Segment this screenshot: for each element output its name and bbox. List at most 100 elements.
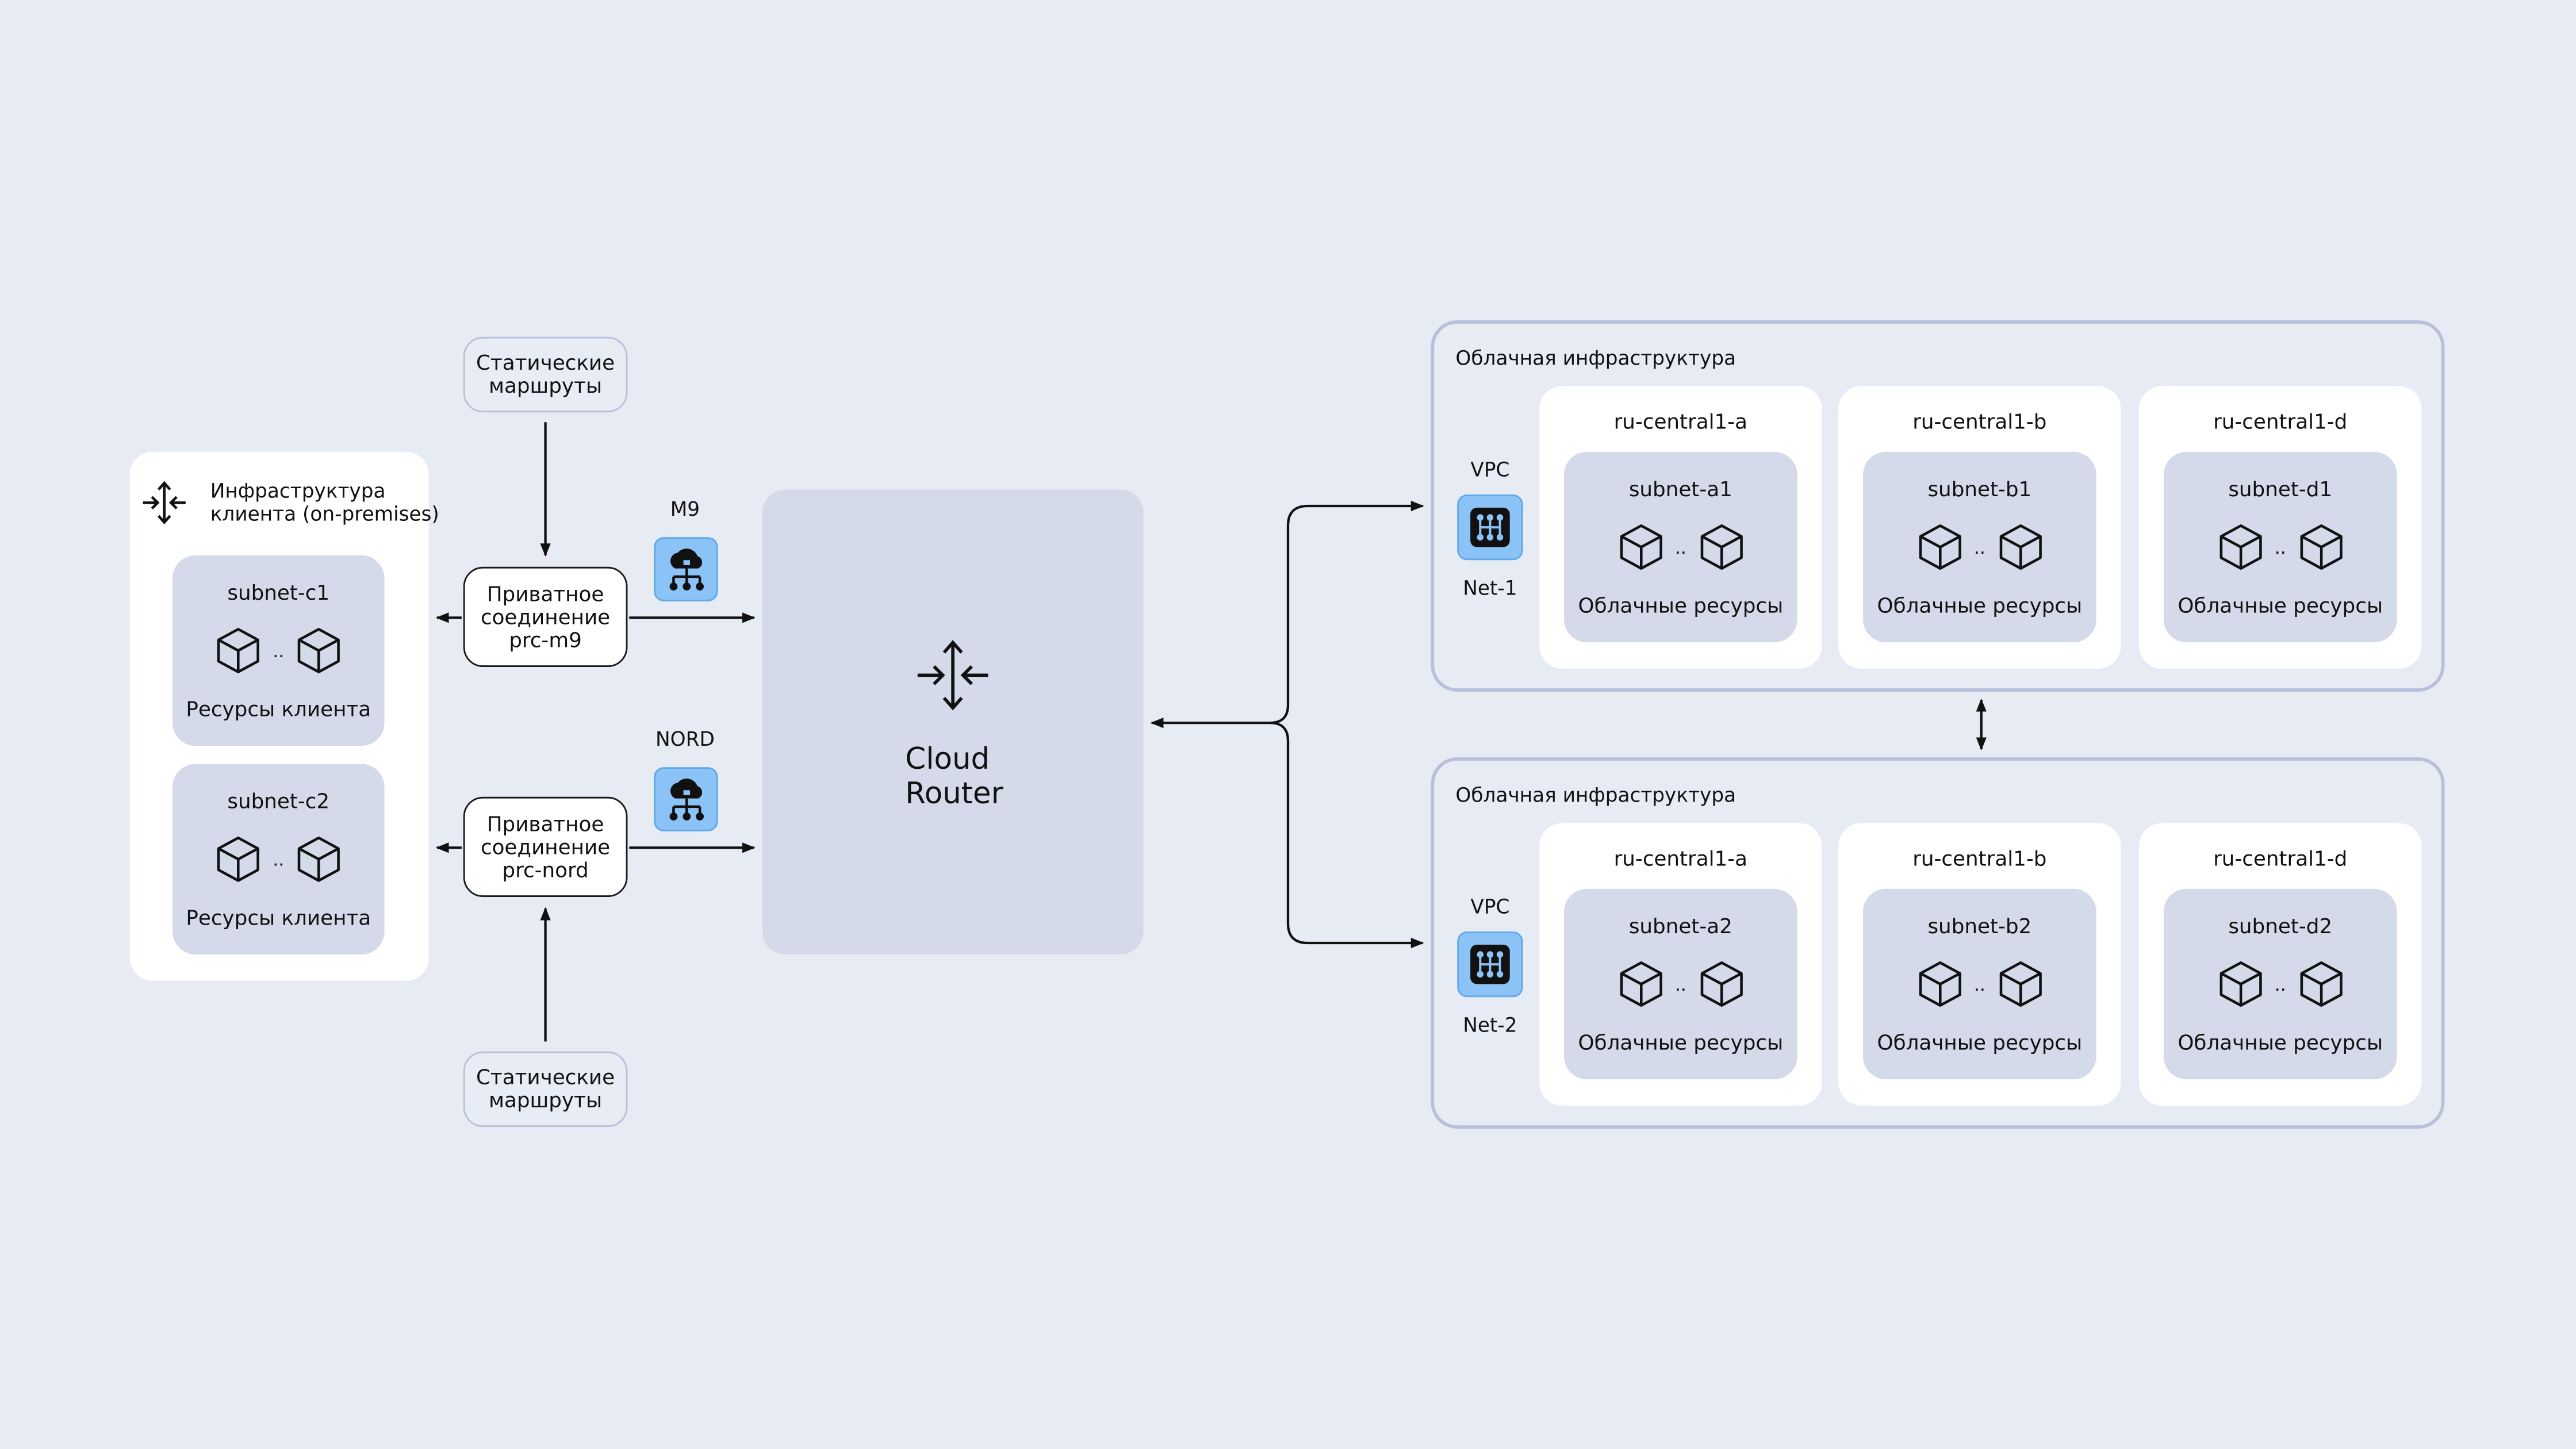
vpc-network-glyph — [1470, 944, 1510, 984]
vpc-network-icon — [1457, 931, 1523, 998]
cube-icon — [1999, 961, 2041, 1007]
cube-icon — [2299, 524, 2342, 570]
subnet-resources-label: Облачные ресурсы — [1877, 1030, 2083, 1055]
cloud-interconnect-glyph — [669, 547, 703, 590]
cloud-subnet-b2: subnet-b2 .. Облачные ресурсы — [1863, 888, 2096, 1080]
cloud-infra-title: Облачная инфраструктура — [1455, 346, 1736, 370]
router-arrows-icon — [143, 481, 186, 525]
cloud-subnet-a2: subnet-a2 .. Облачные ресурсы — [1564, 888, 1797, 1080]
cube-icon — [1700, 524, 1742, 570]
client-infra-title-line1: Инфраструктура — [210, 480, 386, 503]
cloud-subnet-a1: subnet-a1 .. Облачные ресурсы — [1564, 451, 1797, 643]
ellipsis: .. — [1973, 536, 1985, 558]
vpc-label: VPC — [1470, 895, 1510, 919]
arrow-bus-to-net2 — [1270, 722, 1424, 949]
network-name: Net-1 — [1463, 576, 1517, 600]
cloud-interconnect-icon — [654, 767, 718, 831]
zone-name: ru-central1-b — [1912, 846, 2047, 871]
subnet-resources-label: Облачные ресурсы — [1578, 1030, 1784, 1055]
ellipsis: .. — [2274, 536, 2286, 558]
cube-icon — [1918, 961, 1961, 1007]
cube-icon — [1700, 961, 1742, 1007]
router-title-line1: Cloud — [905, 742, 990, 777]
cloud-subnet-d1: subnet-d1 .. Облачные ресурсы — [2163, 451, 2397, 643]
subnet-name: subnet-a1 — [1628, 476, 1732, 501]
resource-cubes: .. — [172, 624, 385, 677]
cube-icon — [2219, 524, 2261, 570]
subnet-resources-label: Облачные ресурсы — [1578, 593, 1784, 618]
subnet-resources-label: Облачные ресурсы — [1877, 593, 2083, 618]
connection-line3: prc-m9 — [509, 627, 582, 651]
ellipsis: .. — [273, 848, 285, 870]
point-of-presence-nord: NORD — [656, 727, 715, 751]
subnet-name: subnet-c2 — [227, 788, 330, 814]
client-subnet-c2: subnet-c2 .. Ресурсы клиента — [172, 764, 385, 954]
connection-line2: соединение — [480, 834, 611, 858]
zone-name: ru-central1-b — [1912, 409, 2047, 434]
cube-icon — [297, 628, 340, 673]
subnet-resources-label: Ресурсы клиента — [186, 696, 371, 722]
static-routes-line1: Статические — [476, 350, 615, 375]
cube-icon — [1918, 524, 1961, 570]
static-routes-top: Статические маршруты — [463, 336, 628, 413]
connection-line2: соединение — [480, 604, 611, 628]
private-connection-m9: Приватное соединение prc-m9 — [463, 566, 628, 667]
static-routes-bottom: Статические маршруты — [463, 1051, 628, 1127]
subnet-resources-label: Облачные ресурсы — [2178, 593, 2383, 618]
resource-cubes: .. — [1863, 958, 2096, 1010]
availability-zone-a: ru-central1-a subnet-a1 .. Облачные ресу… — [1539, 386, 1822, 669]
static-routes-line1: Статические — [476, 1064, 615, 1090]
zone-name: ru-central1-a — [1613, 409, 1748, 434]
availability-zone-b: ru-central1-b subnet-b2 .. Облачные ресу… — [1838, 823, 2121, 1106]
connection-line1: Приватное — [486, 811, 604, 835]
resource-cubes: .. — [1863, 521, 2096, 573]
vpc-label: VPC — [1470, 458, 1510, 482]
vpc-network-icon — [1457, 494, 1523, 561]
subnet-name: subnet-b1 — [1927, 476, 2032, 501]
cube-icon — [2219, 961, 2261, 1007]
availability-zone-a: ru-central1-a subnet-a2 .. Облачные ресу… — [1539, 823, 1822, 1106]
resource-cubes: .. — [1564, 958, 1797, 1010]
ellipsis: .. — [273, 639, 285, 661]
availability-zone-d: ru-central1-d subnet-d1 .. Облачные ресу… — [2139, 386, 2422, 669]
cloud-interconnect-icon — [654, 537, 718, 601]
router-arrows-icon — [917, 640, 988, 711]
subnet-name: subnet-b2 — [1927, 913, 2032, 938]
vpc-network-glyph — [1470, 507, 1510, 547]
ellipsis: .. — [1674, 973, 1686, 995]
network-name: Net-2 — [1463, 1013, 1517, 1037]
ellipsis: .. — [1973, 973, 1985, 995]
availability-zone-b: ru-central1-b subnet-b1 .. Облачные ресу… — [1838, 386, 2121, 669]
cloud-infra-title: Облачная инфраструктура — [1455, 783, 1736, 807]
connection-line3: prc-nord — [502, 857, 589, 881]
cloud-subnet-b1: subnet-b1 .. Облачные ресурсы — [1863, 451, 2096, 643]
router-title-line2: Router — [905, 777, 1003, 812]
client-infrastructure-panel: Инфраструктура клиента (on-premises) sub… — [129, 451, 439, 981]
cube-icon — [217, 628, 259, 673]
cube-icon — [2299, 961, 2342, 1007]
cloud-interconnect-glyph — [669, 777, 703, 820]
subnet-name: subnet-a2 — [1628, 913, 1732, 938]
resource-cubes: .. — [2164, 521, 2397, 573]
point-of-presence-m9: M9 — [670, 497, 700, 521]
cloud-infrastructure-2: Облачная инфраструктура VPC Net-2 ru-cen… — [1431, 757, 2445, 1129]
resource-cubes: .. — [2164, 958, 2397, 1010]
cloud-infrastructure-1: Облачная инфраструктура VPC Net-1 ru-cen… — [1431, 320, 2445, 692]
cloud-subnet-d2: subnet-d2 .. Облачные ресурсы — [2163, 888, 2397, 1080]
subnet-name: subnet-d1 — [2228, 476, 2333, 501]
cube-icon — [297, 836, 340, 882]
subnet-resources-label: Облачные ресурсы — [2178, 1030, 2383, 1055]
subnet-resources-label: Ресурсы клиента — [186, 905, 371, 930]
subnet-name: subnet-c1 — [227, 580, 330, 605]
client-infra-title-line2: клиента (on-premises) — [210, 503, 439, 526]
zone-name: ru-central1-d — [2213, 409, 2348, 434]
availability-zone-d: ru-central1-d subnet-d2 .. Облачные ресу… — [2139, 823, 2422, 1106]
cloud-router: Cloud Router — [762, 489, 1144, 954]
zone-name: ru-central1-a — [1613, 846, 1748, 871]
subnet-name: subnet-d2 — [2228, 913, 2333, 938]
static-routes-line2: маршруты — [489, 1087, 603, 1113]
ellipsis: .. — [1674, 536, 1686, 558]
ellipsis: .. — [2274, 973, 2286, 995]
